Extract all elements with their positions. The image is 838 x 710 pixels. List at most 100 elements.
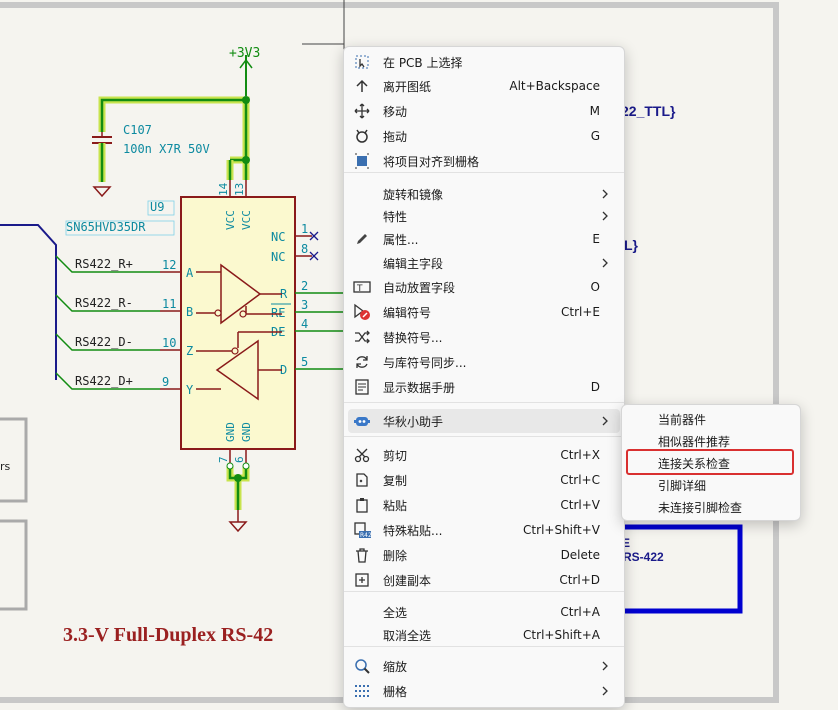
left-net-wire[interactable]	[55, 333, 160, 351]
top-pin-num: 13	[233, 183, 246, 196]
menu-item[interactable]: 与库符号同步...	[348, 350, 620, 374]
right-pin-name: D	[280, 363, 287, 377]
menu-item[interactable]: 栅格	[348, 679, 620, 703]
menu-item-shortcut: Ctrl+D	[559, 573, 600, 587]
right-pin-num: 8	[301, 242, 308, 256]
rs422-frame	[619, 524, 743, 614]
menu-item-shortcut: Ctrl+A	[560, 605, 600, 619]
edit-symbol-icon	[352, 302, 372, 322]
bottom-pin-num: 6	[233, 456, 246, 463]
ic-u9[interactable]: U9 SN65HVD35DR 14 13 VCC VCC 7 6 GND GND…	[65, 180, 343, 533]
frag-brace: L}	[624, 237, 639, 253]
shuffle-icon	[352, 327, 372, 347]
highlighted-net-wire[interactable]	[98, 96, 250, 180]
select-on-pcb-icon	[352, 52, 372, 72]
menu-item[interactable]: 旋转和镜像	[348, 182, 620, 206]
menu-item-label: 缩放	[383, 659, 408, 674]
net-label[interactable]: RS422_D+	[75, 374, 133, 388]
menu-item-label: 删除	[383, 548, 408, 563]
menu-item-label: 栅格	[383, 684, 408, 699]
left-net-wires[interactable]: RS422_R+ RS422_R- RS422_D- RS422_D+	[0, 224, 160, 390]
top-pin-num: 14	[217, 182, 230, 196]
menu-item[interactable]: 将项目对齐到栅格	[348, 149, 620, 173]
net-label[interactable]: RS422_R-	[75, 296, 133, 310]
chevron-right-icon	[598, 186, 612, 202]
submenu-item[interactable]: 未连接引脚检查	[627, 496, 795, 518]
menu-item-label: 显示数据手册	[383, 380, 456, 395]
capacitor-c107[interactable]: C107 100n X7R 50V	[92, 123, 210, 198]
submenu-item[interactable]: 当前器件	[627, 408, 795, 430]
ic-value: SN65HVD35DR	[66, 220, 146, 234]
paste-icon	[352, 495, 372, 515]
submenu-item[interactable]: 相似器件推荐	[627, 430, 795, 452]
menu-item-shortcut: Ctrl+V	[560, 498, 600, 512]
left-net-wire[interactable]	[55, 294, 160, 312]
scissors-icon	[352, 445, 372, 465]
bottom-pin-name: GND	[224, 422, 237, 442]
menu-item-label: 全选	[383, 605, 408, 620]
submenu-item-label: 未连接引脚检查	[658, 500, 743, 515]
menu-item[interactable]: 在 PCB 上选择	[348, 50, 620, 74]
left-net-wire[interactable]	[55, 372, 160, 390]
menu-item-label: 华秋小助手	[383, 414, 444, 429]
menu-item[interactable]: 全选 Ctrl+A	[348, 600, 620, 624]
menu-item[interactable]: 缩放	[348, 654, 620, 678]
menu-item-label: 特殊粘贴...	[383, 523, 443, 538]
menu-item[interactable]: 属性...E	[348, 227, 620, 251]
left-pin-num: 10	[162, 336, 176, 350]
chevron-right-icon	[598, 413, 612, 429]
net-label[interactable]: RS422_R+	[75, 257, 133, 271]
menu-separator	[344, 172, 624, 173]
cap-value: 100n X7R 50V	[123, 142, 210, 156]
menu-item[interactable]: 替换符号...	[348, 325, 620, 349]
menu-item[interactable]: 特性	[348, 204, 620, 228]
menu-item-shortcut: Ctrl+E	[561, 305, 600, 319]
left-net-wire[interactable]	[55, 255, 160, 273]
autoplace-fields-icon: T	[352, 277, 372, 297]
menu-item[interactable]: 离开图纸 Alt+Backspace	[348, 74, 620, 98]
submenu-item-label: 当前器件	[658, 412, 707, 427]
ic-ref: U9	[150, 200, 164, 214]
chevron-right-icon	[598, 208, 612, 224]
left-pin-name: A	[186, 266, 194, 280]
svg-text:T: T	[356, 284, 363, 294]
no-connect-icon	[309, 231, 319, 241]
submenu-item[interactable]: 引脚详细	[627, 474, 795, 496]
menu-item-label: 取消全选	[383, 628, 432, 643]
menu-item[interactable]: 编辑主字段	[348, 251, 620, 275]
chevron-right-icon	[598, 255, 612, 271]
right-pin-num: 5	[301, 355, 308, 369]
cap-ref: C107	[123, 123, 152, 137]
submenu-item-label: 连接关系检查	[658, 456, 731, 471]
net-label[interactable]: RS422_D-	[75, 335, 133, 349]
bottom-pin-num: 7	[217, 456, 230, 463]
menu-item[interactable]: 华秋小助手	[348, 409, 620, 433]
menu-item-label: 将项目对齐到栅格	[383, 154, 480, 169]
menu-item-shortcut: Alt+Backspace	[509, 79, 600, 93]
submenu-item[interactable]: 连接关系检查	[627, 452, 795, 474]
left-pin-name: Z	[186, 344, 193, 358]
right-pin-name: R	[280, 287, 288, 301]
top-pin-name: VCC	[224, 210, 237, 230]
menu-item-label: 离开图纸	[383, 79, 432, 94]
submenu-item-label: 引脚详细	[658, 478, 707, 493]
right-pin-num: 1	[301, 222, 308, 236]
menu-item-label: 拖动	[383, 129, 408, 144]
power-symbol-3v3[interactable]: +3V3	[229, 46, 260, 96]
left-pin-num: 11	[162, 297, 176, 311]
chevron-right-icon	[598, 683, 612, 699]
